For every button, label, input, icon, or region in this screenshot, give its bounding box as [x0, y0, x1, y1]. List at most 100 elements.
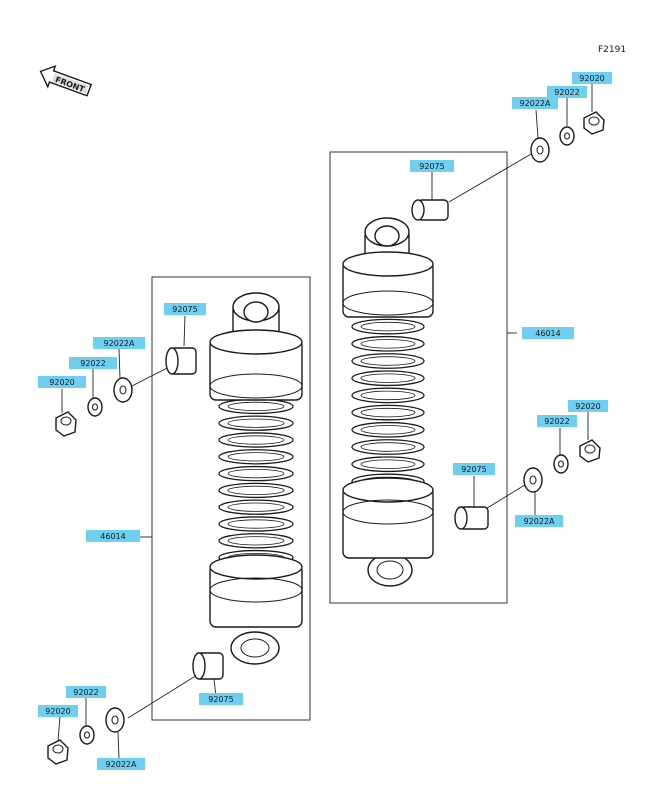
washer-92022-right-top [559, 126, 575, 146]
svg-text:92022A: 92022A [104, 339, 135, 348]
nut-92020-left [55, 411, 77, 437]
leader-line [448, 149, 539, 203]
spring-coil [351, 335, 425, 352]
bushing-92075-left [165, 347, 197, 375]
part-label[interactable]: 92020 [572, 72, 612, 84]
part-label[interactable]: 92020 [38, 705, 78, 717]
part-label[interactable]: 92022 [66, 686, 106, 698]
spring-coil [218, 499, 294, 515]
figure-code: F2191 [598, 45, 626, 55]
svg-text:46014: 46014 [100, 532, 125, 541]
spring-coil-inner [360, 356, 416, 366]
part-label[interactable]: 92022A [512, 97, 558, 109]
spring-coil [218, 398, 294, 415]
spring-coil [351, 318, 425, 335]
spring-coil-inner [227, 401, 285, 411]
svg-text:92075: 92075 [172, 305, 197, 314]
spring-coil-inner [227, 485, 285, 495]
shock-absorber-right [342, 217, 434, 587]
spring-coil [351, 439, 425, 455]
spring-coil [218, 449, 294, 465]
spring-coil-inner [227, 502, 285, 512]
spring-coil-inner [227, 418, 285, 428]
svg-text:92022: 92022 [544, 417, 569, 426]
svg-text:92022A: 92022A [106, 760, 137, 769]
nut-92020-left-bottom [47, 739, 69, 765]
spring-coil-inner [227, 435, 285, 445]
spring-coil-inner [227, 536, 285, 546]
spring-coil [218, 415, 294, 431]
spring-coil [351, 456, 425, 473]
part-label[interactable]: 92022A [93, 337, 145, 349]
spring-coil [351, 370, 425, 387]
part-label[interactable]: 92075 [410, 160, 454, 172]
washer-92022A-right-mid [523, 467, 543, 493]
left-assembly-frame [151, 276, 311, 721]
front-direction-badge: FRONT [39, 64, 93, 97]
part-label[interactable]: 92022 [69, 357, 117, 369]
washer-92022A-left-bottom [105, 707, 125, 733]
spring-coil [351, 404, 425, 421]
washer-92022-right-mid [553, 454, 569, 474]
spring-coil-inner [360, 425, 416, 435]
spring-coil [218, 516, 294, 532]
part-label[interactable]: 92020 [38, 376, 86, 388]
spring-coil [218, 432, 294, 448]
part-label[interactable]: 92020 [568, 400, 608, 412]
spring-coil-inner [227, 452, 285, 462]
washer-92022A-left [113, 377, 133, 403]
spring-coil-inner [360, 321, 416, 332]
shock-absorber-left [209, 292, 303, 665]
svg-text:92022: 92022 [80, 359, 105, 368]
spring-coil-inner [360, 373, 416, 383]
svg-text:92022A: 92022A [520, 99, 551, 108]
part-label[interactable]: 46014 [86, 530, 140, 542]
washer-92022-left-bottom [79, 725, 95, 745]
right-assembly-frame [329, 151, 508, 604]
spring-coil [218, 482, 294, 499]
part-label[interactable]: 92022A [515, 515, 563, 527]
part-label[interactable]: 92022A [97, 758, 145, 770]
spring-coil [351, 387, 425, 404]
svg-text:92020: 92020 [579, 74, 604, 83]
svg-text:92075: 92075 [419, 162, 444, 171]
part-number-labels: 92020 92022 92022A 92075 46014 92020 920… [38, 72, 612, 770]
spring-coil [351, 353, 425, 369]
part-label[interactable]: 92022 [547, 86, 587, 98]
spring-coil-inner [360, 459, 416, 469]
spring-coil-inner [360, 442, 416, 452]
part-label[interactable]: 92075 [453, 463, 495, 475]
leader-line [483, 482, 529, 511]
spring-coil [218, 465, 294, 482]
svg-text:92020: 92020 [45, 707, 70, 716]
nut-92020-right-top [583, 111, 605, 135]
svg-text:92022A: 92022A [524, 517, 555, 526]
spring-coil-inner [360, 407, 416, 418]
spring-coil-inner [227, 519, 285, 529]
svg-text:92020: 92020 [49, 378, 74, 387]
spring-coil [351, 421, 425, 438]
washer-92022-left [87, 397, 103, 417]
bushing-92075-right-top [411, 199, 449, 221]
part-label[interactable]: 92075 [164, 303, 206, 315]
leader-line [127, 671, 203, 719]
part-label[interactable]: 92022 [537, 415, 577, 427]
bushing-92075-left-bottom [192, 652, 224, 680]
svg-text:92022: 92022 [554, 88, 579, 97]
spring-coil-inner [360, 390, 416, 401]
bushing-92075-right-mid [454, 506, 489, 530]
svg-text:46014: 46014 [535, 329, 560, 338]
callout-lines [57, 84, 593, 759]
spring-coil-inner [227, 468, 285, 479]
nut-92020-right-mid [579, 439, 601, 463]
svg-text:92022: 92022 [73, 688, 98, 697]
spring-coil-inner [360, 339, 416, 349]
svg-text:92075: 92075 [208, 695, 233, 704]
svg-text:92020: 92020 [575, 402, 600, 411]
washer-92022A-right-top [530, 137, 550, 163]
spring-coil [218, 533, 294, 549]
part-label[interactable]: 92075 [199, 693, 243, 705]
part-label[interactable]: 46014 [522, 327, 574, 339]
